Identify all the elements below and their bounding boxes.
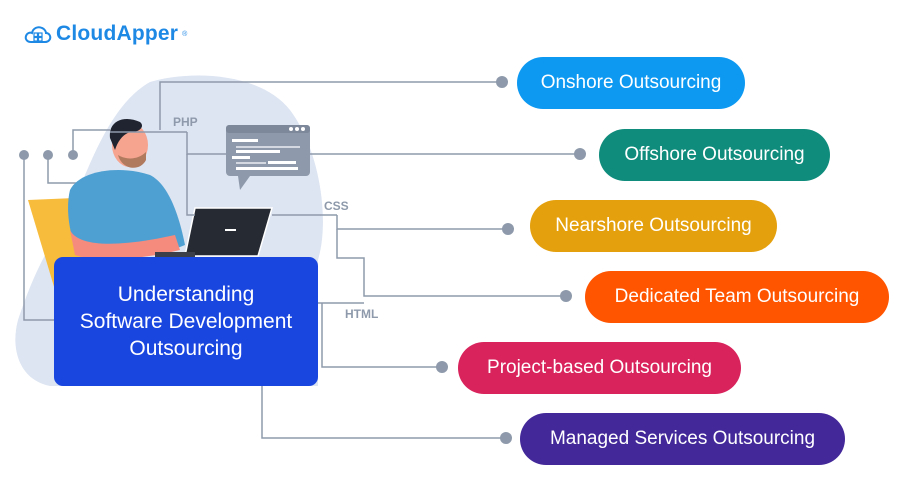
central-topic-box: Understanding Software Development Outso…: [54, 257, 318, 386]
pill-onshore-outsourcing[interactable]: Onshore Outsourcing: [517, 57, 745, 109]
brand-logo[interactable]: CloudApper®: [24, 22, 187, 46]
connector-dedicated: [336, 229, 566, 297]
connector-onshore: [159, 81, 502, 130]
html-label: HTML: [345, 307, 379, 321]
central-topic-line: Understanding: [117, 283, 255, 306]
pill-project-based-outsourcing[interactable]: Project-based Outsourcing: [458, 342, 741, 394]
person-torso: [68, 170, 185, 255]
connector-project: [321, 303, 442, 368]
laptop: [184, 207, 273, 257]
pill-managed-services-outsourcing[interactable]: Managed Services Outsourcing: [520, 413, 845, 465]
connector-managed: [261, 386, 506, 439]
connector-nearshore: [336, 215, 508, 230]
css-label: CSS: [324, 199, 349, 213]
brand-name: CloudApper: [56, 22, 179, 45]
central-topic-line: Software Development: [79, 310, 293, 333]
code-window-icon: [226, 125, 310, 190]
php-label: PHP: [173, 115, 198, 129]
pill-nearshore-outsourcing[interactable]: Nearshore Outsourcing: [530, 200, 777, 252]
registered-mark: ®: [182, 30, 188, 38]
pill-dedicated-team-outsourcing[interactable]: Dedicated Team Outsourcing: [585, 271, 889, 323]
pill-offshore-outsourcing[interactable]: Offshore Outsourcing: [599, 129, 830, 181]
central-topic-line: Outsourcing: [129, 337, 243, 360]
cloud-grid-icon: [24, 26, 52, 43]
